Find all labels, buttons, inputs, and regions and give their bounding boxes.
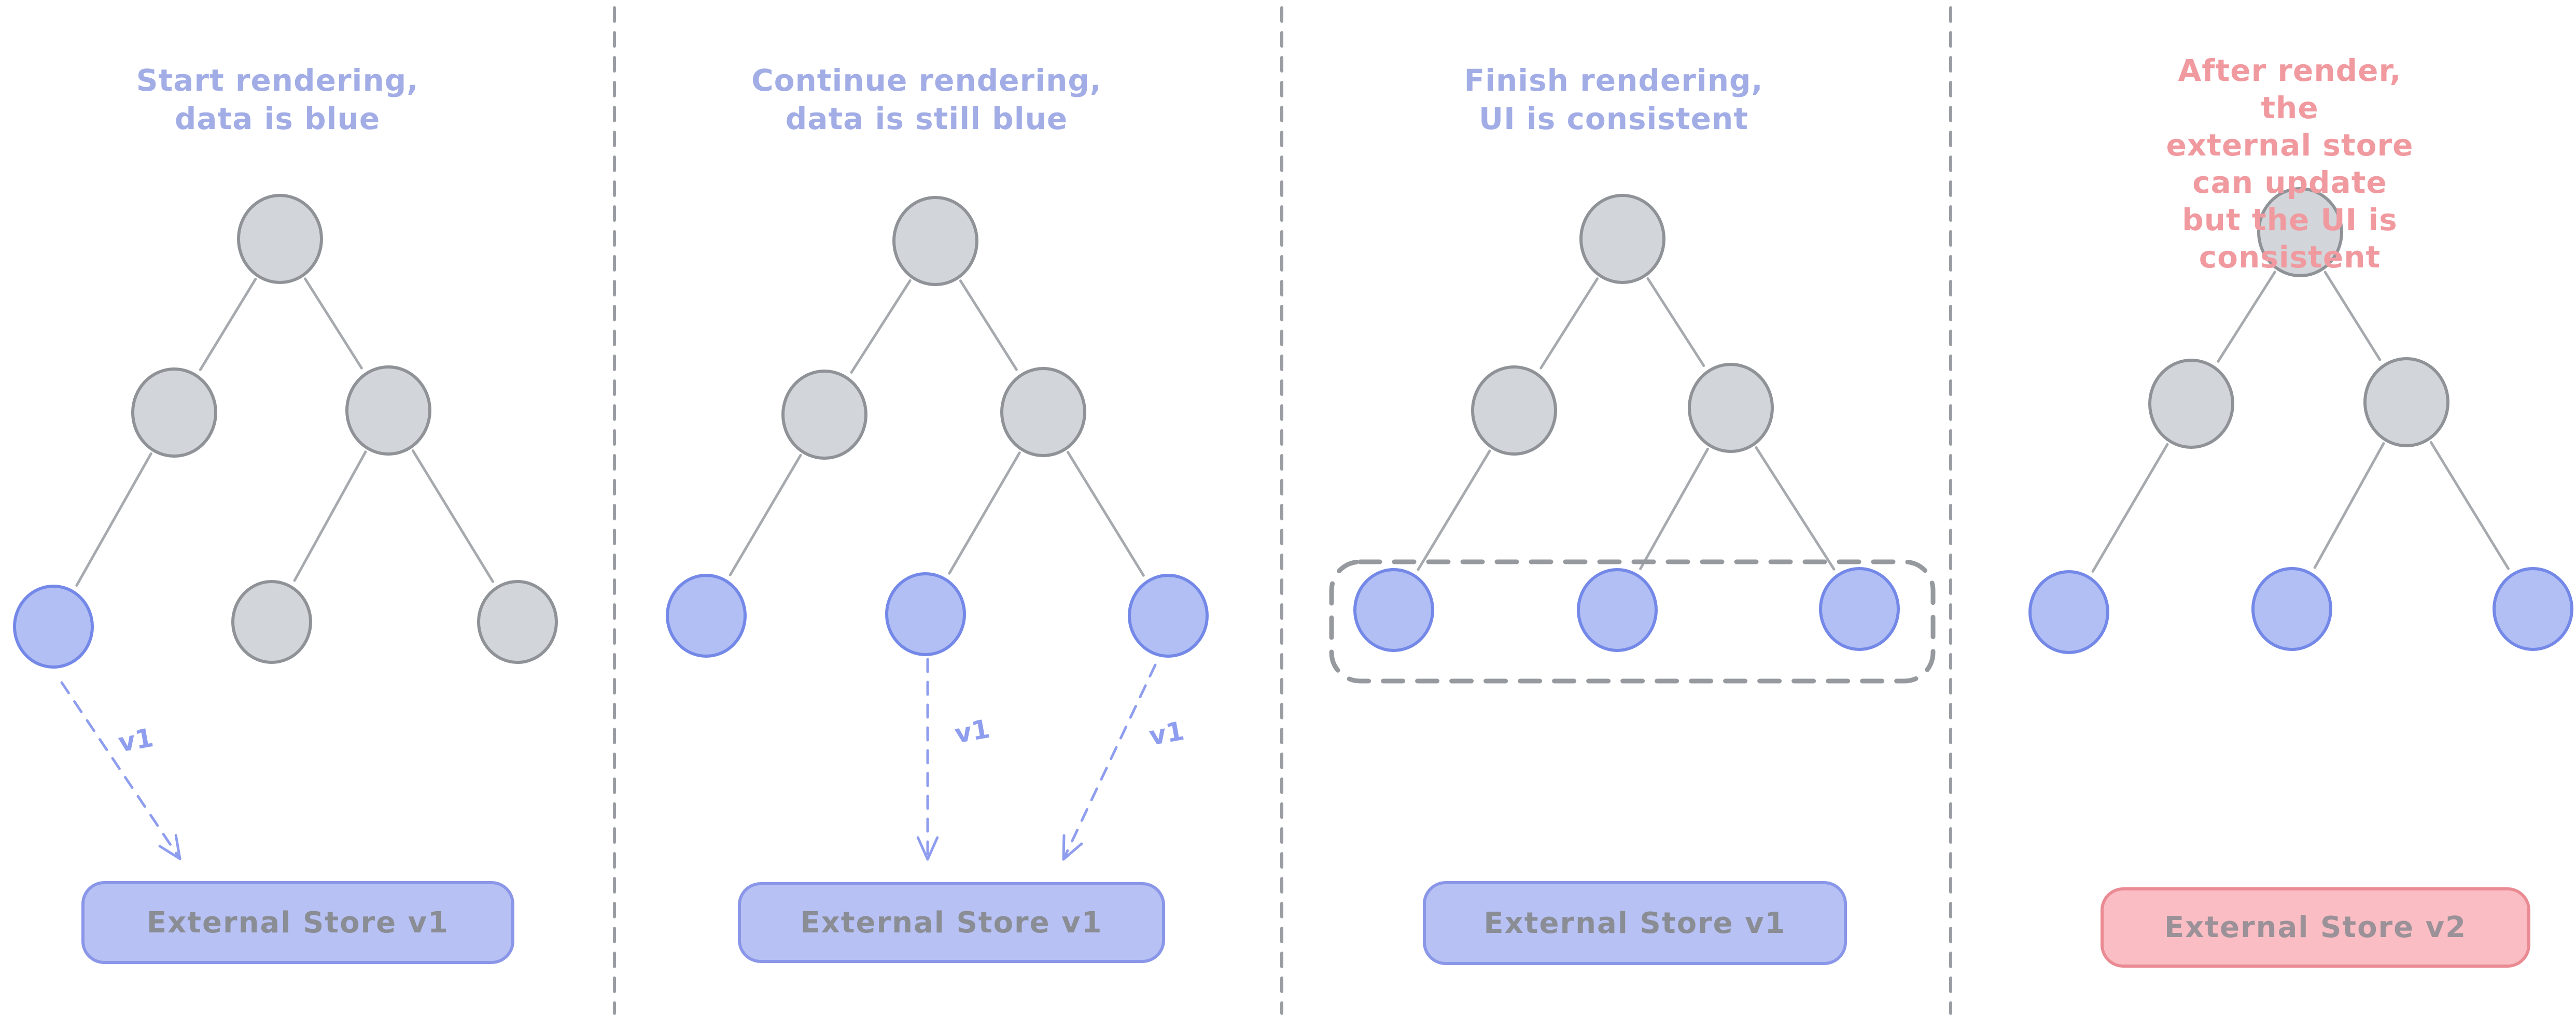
external-store-box-1: External Store v1 [81, 881, 514, 964]
tree-node-right-gray [1688, 363, 1774, 453]
tree-edge-left-leaf1 [1417, 449, 1491, 571]
tree-edge-right-leaf3 [1066, 450, 1145, 577]
store-sync-arrowhead [1062, 834, 1066, 861]
tree-node-root-gray [237, 194, 323, 284]
tree-node-leaf3-blue [1819, 567, 1900, 651]
tree-edge-left-leaf1 [75, 452, 152, 587]
external-store-box-4: External Store v2 [2101, 887, 2530, 968]
tree-edge-root-left [199, 278, 257, 371]
arrow-version-label: v1 [953, 714, 992, 749]
external-store-box-2: External Store v1 [738, 882, 1165, 963]
tree-edge-left-leaf1 [2091, 443, 2169, 573]
tree-edge-root-left [2217, 271, 2276, 363]
tree-edge-right-leaf2 [293, 450, 367, 582]
tree-edge-left-leaf1 [729, 454, 802, 576]
tree-edge-right-leaf2 [948, 451, 1021, 575]
tree-node-root-gray [1579, 194, 1665, 284]
panel-2-caption: Continue rendering, data is still blue [751, 63, 1102, 136]
store-sync-arrowhead [174, 834, 181, 860]
tree-node-leaf3-gray [477, 580, 558, 664]
tree-node-left-gray [2148, 359, 2234, 449]
tree-edge-root-right [2323, 271, 2382, 361]
tree-node-root-gray [892, 196, 978, 286]
consistent-ui-group-box [1329, 559, 1936, 684]
external-store-label-2: External Store v1 [800, 905, 1103, 940]
tree-node-leaf2-blue [2251, 567, 2332, 651]
tree-edge-root-right [1646, 277, 1705, 367]
tree-node-leaf2-gray [231, 580, 312, 664]
tree-edge-right-leaf2 [1639, 447, 1709, 570]
tree-node-right-gray [2363, 357, 2449, 447]
tree-node-leaf1-blue [2028, 570, 2109, 654]
panel-1-caption: Start rendering, data is blue [136, 63, 419, 136]
tree-node-leaf2-blue [1577, 568, 1658, 652]
store-sync-arrowhead [916, 836, 929, 861]
tree-node-leaf3-blue [1128, 574, 1209, 658]
external-store-box-3: External Store v1 [1423, 881, 1847, 965]
tree-edge-root-left [850, 279, 912, 374]
tree-edge-right-leaf3 [1755, 446, 1836, 571]
tree-edge-right-leaf3 [411, 449, 495, 583]
tree-node-leaf1-blue [13, 585, 94, 669]
tree-edge-root-right [303, 277, 363, 370]
store-sync-arrowhead [1062, 842, 1083, 861]
arrow-version-label: v1 [1147, 716, 1186, 752]
tree-node-root-gray [2257, 187, 2343, 277]
tree-edge-root-right [959, 279, 1018, 371]
tree-edge-right-leaf2 [2313, 442, 2385, 569]
tree-node-left-gray [781, 370, 867, 460]
store-sync-arrowhead [926, 836, 939, 861]
tree-node-leaf1-blue [1353, 568, 1434, 652]
panel-4-caption: After render, the external store can upd… [2166, 53, 2414, 275]
external-store-label-3: External Store v1 [1483, 906, 1786, 940]
tree-node-left-gray [131, 367, 217, 458]
store-sync-arrow [60, 681, 181, 860]
tree-edge-right-leaf3 [2429, 441, 2510, 570]
tree-node-leaf2-blue [885, 572, 966, 656]
tree-node-right-gray [345, 365, 431, 456]
tree-node-leaf3-blue [2493, 567, 2573, 651]
external-store-label-1: External Store v1 [146, 905, 450, 940]
store-sync-arrowhead [158, 845, 181, 860]
tree-edge-root-left [1539, 277, 1599, 370]
tree-node-left-gray [1471, 365, 1557, 456]
external-store-label-4: External Store v2 [2164, 911, 2467, 944]
panel-3-caption: Finish rendering, UI is consistent [1464, 63, 1763, 136]
tree-node-right-gray [1000, 367, 1086, 457]
tree-node-leaf1-blue [666, 574, 747, 658]
arrow-version-label: v1 [116, 722, 156, 758]
store-sync-arrow [1062, 663, 1157, 861]
